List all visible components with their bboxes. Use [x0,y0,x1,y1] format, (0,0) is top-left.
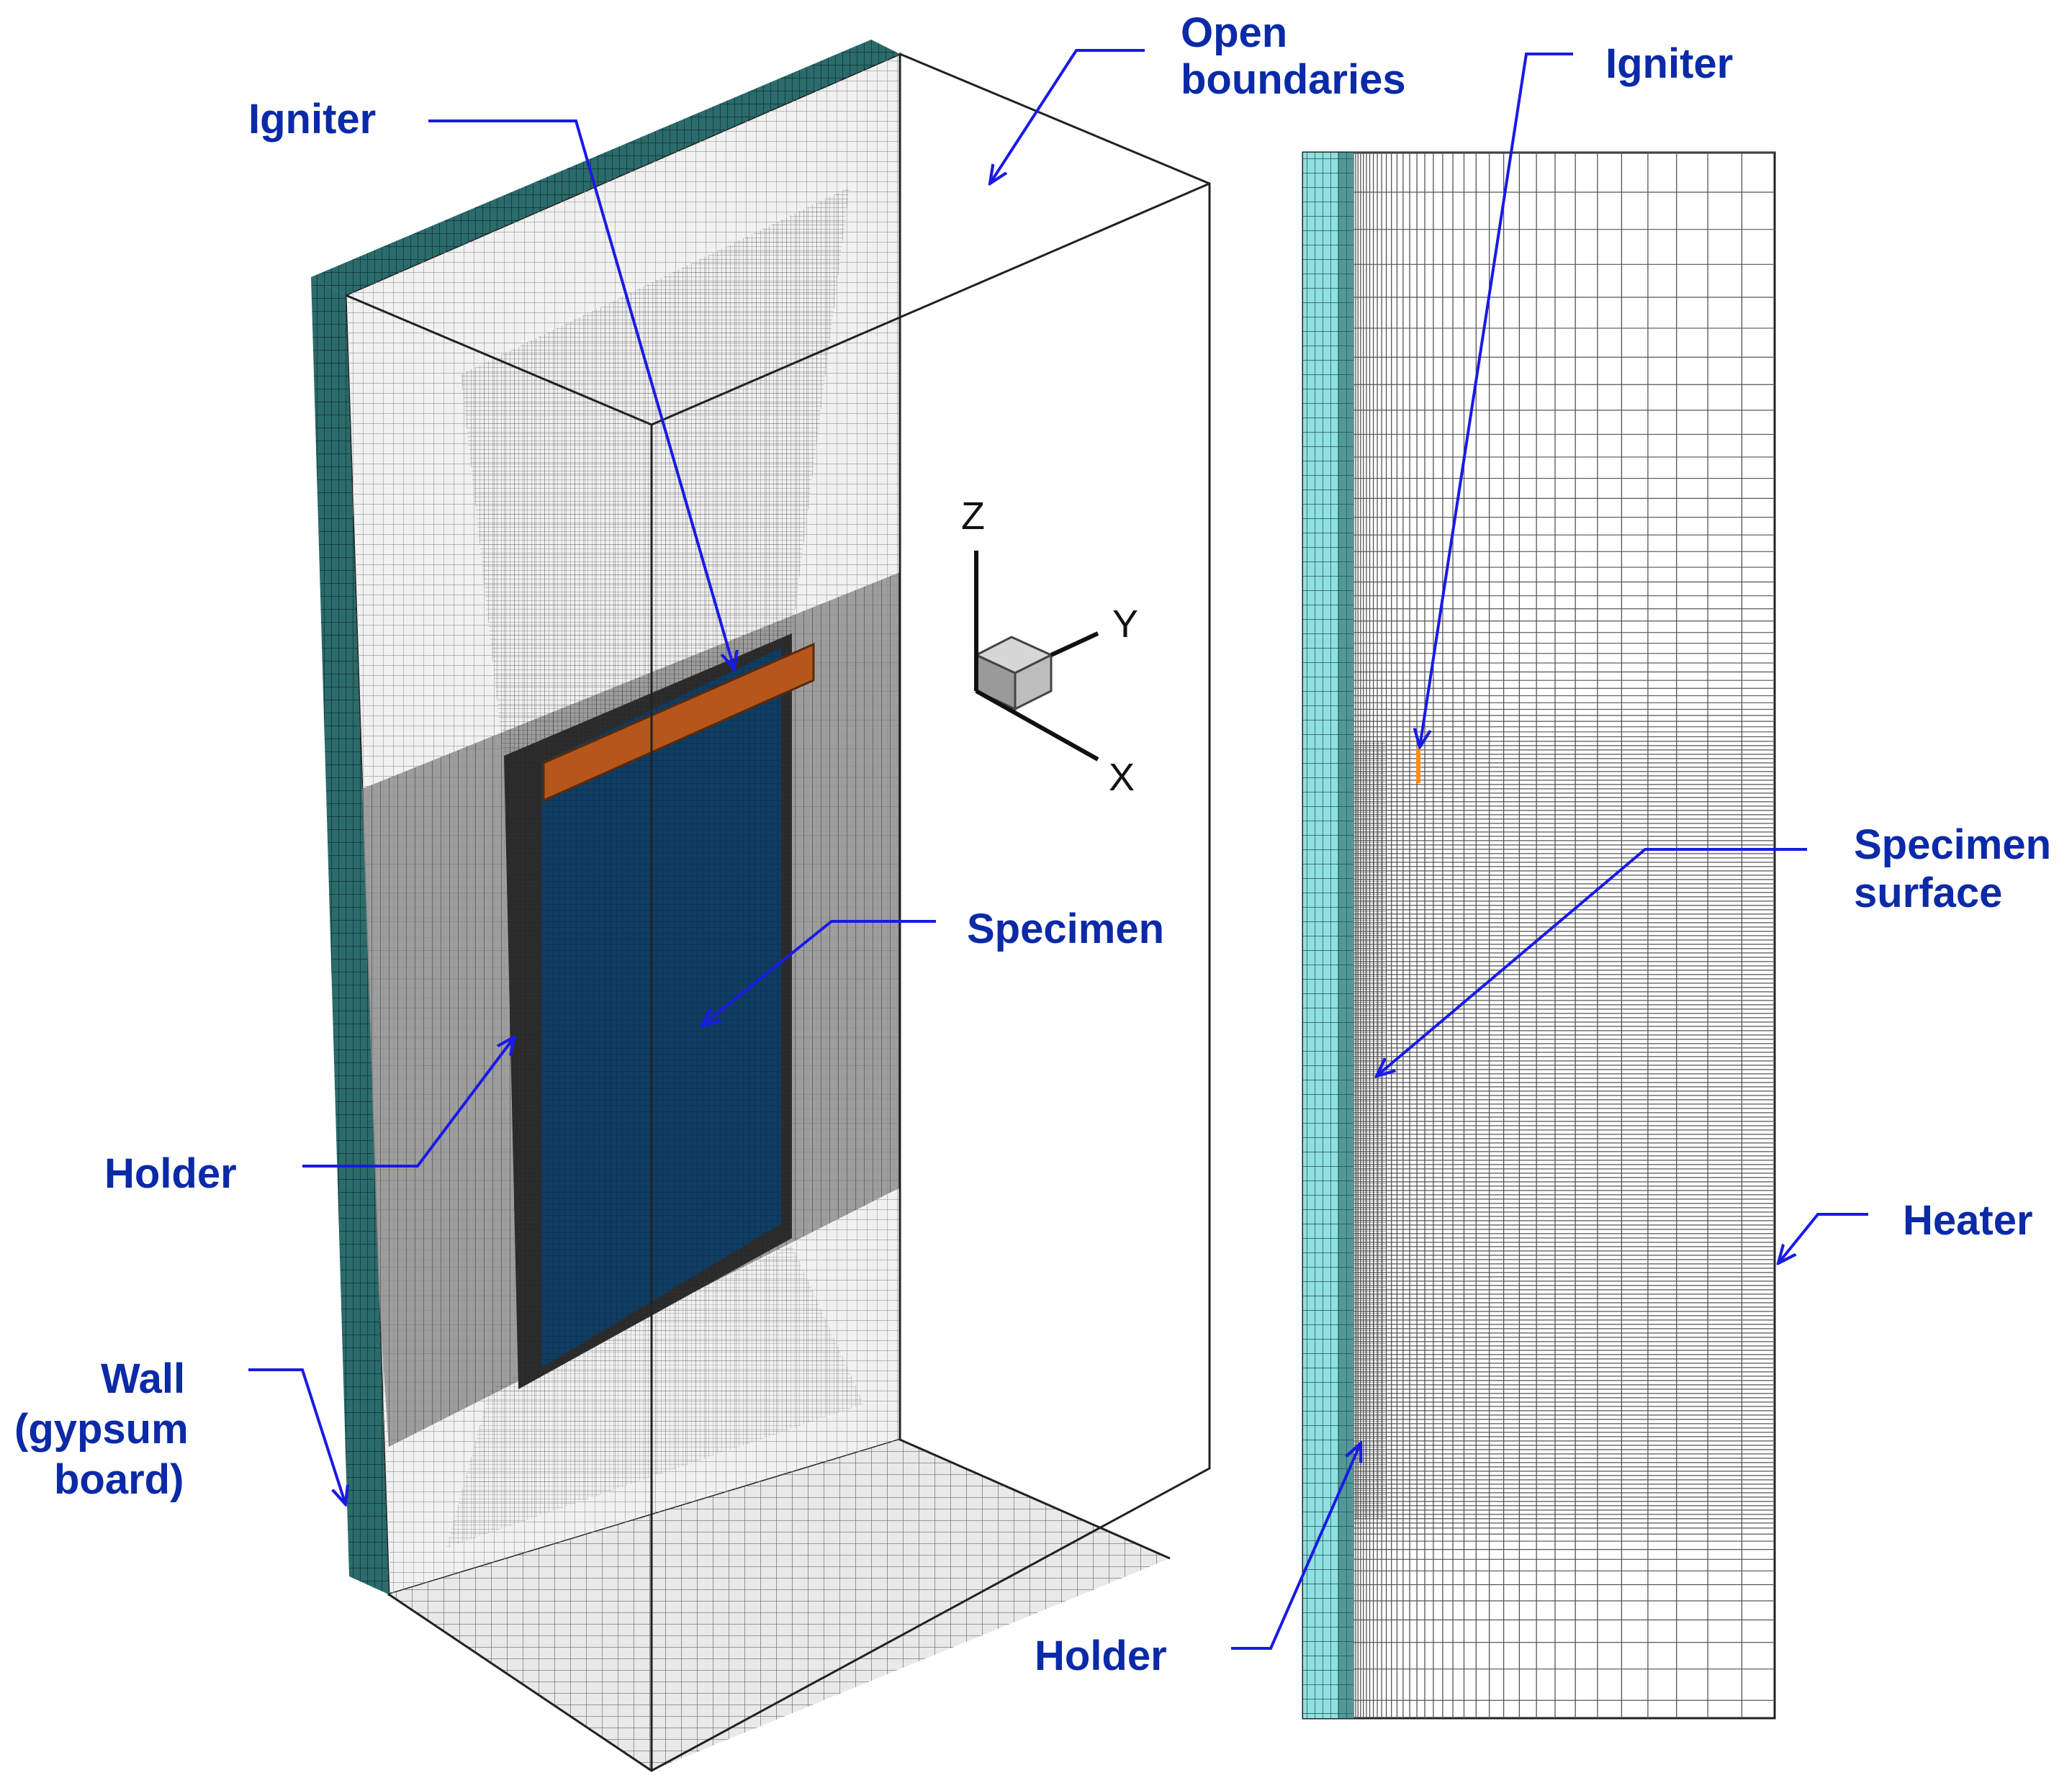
right-2d-view: Igniter Specimen surface Heater Holder [1035,40,2051,1720]
right-holder [1353,741,1386,1519]
axis-y-label: Y [1112,602,1138,646]
right-igniter-callout [1420,53,1573,747]
right-wall-dark [1338,153,1353,1718]
left-3d-view: Z Y X Igniter Open boundaries Specimen H… [14,9,1406,1772]
wall-label-1: Wall [101,1355,185,1402]
right-heater-callout [1778,1213,1868,1263]
right-specimen-surface-label-1: Specimen [1854,821,2051,868]
specimen [541,648,781,1368]
open-boundaries-callout [990,49,1145,184]
right-specimen-surface-label-2: surface [1854,870,2002,916]
igniter [542,642,815,803]
axis-x-label: X [1109,756,1135,799]
igniter-label: Igniter [248,96,376,143]
holder-label: Holder [104,1150,237,1197]
specimen-callout [702,920,936,1026]
lower-funnel-mesh [446,1245,864,1548]
domain-outline [345,53,1211,1772]
wall-gypsum-board [311,40,900,295]
right-heater-label: Heater [1903,1197,2033,1244]
wall-label-3: board) [54,1456,184,1503]
floor-grid [389,1440,1170,1771]
holder-callout [302,1037,515,1168]
right-igniter [1416,749,1420,783]
wall-callout [248,1368,346,1504]
triad-axes [974,551,1099,762]
igniter-callout [428,119,734,669]
right-specimen-surface-callout [1377,848,1807,1076]
triad-cube-right [1014,653,1053,711]
axis-triad: Z Y X [961,495,1138,799]
right-holder-label: Holder [1035,1633,1167,1679]
specimen-label: Specimen [967,906,1164,952]
wall-label-2: (gypsum [14,1406,189,1453]
open-boundaries-label-2: boundaries [1181,56,1406,103]
axis-z-label: Z [961,495,985,538]
right-igniter-label: Igniter [1605,40,1733,87]
right-mesh-grid [1353,152,1775,1718]
right-holder-callout [1231,1443,1361,1650]
open-boundaries-label-1: Open [1181,9,1287,56]
upper-funnel-mesh [461,187,850,763]
wall-gypsum-side [311,277,389,1594]
